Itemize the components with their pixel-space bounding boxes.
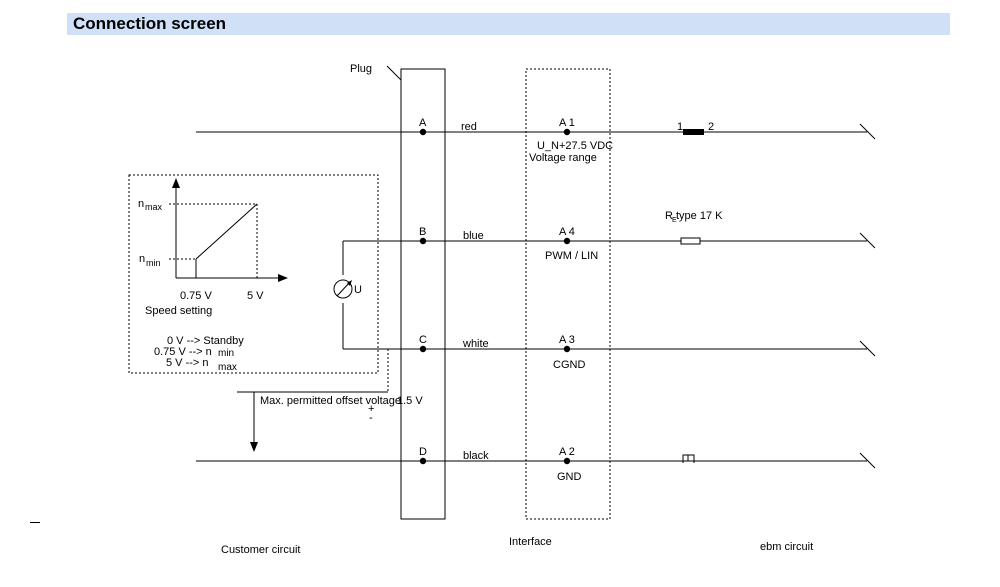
pin-d-label: D xyxy=(419,446,427,458)
break-a xyxy=(859,123,876,140)
cgnd-label: CGND xyxy=(553,359,585,371)
speed-setting-caption: Speed setting xyxy=(145,305,212,317)
legend-standby: 0 V --> Standby xyxy=(167,335,244,347)
legend-nmax-sub: max xyxy=(218,362,237,373)
iface-a3-label: A 3 xyxy=(559,334,575,346)
resistor-label: R type 17 K xyxy=(665,210,723,222)
graph-x-tick-5: 5 V xyxy=(247,290,264,302)
plug-pin-b-dot xyxy=(419,237,427,245)
resistor-icon xyxy=(680,237,701,245)
plug-block xyxy=(400,68,446,520)
section-ebm-circuit: ebm circuit xyxy=(760,541,813,553)
offset-arrow-head-icon xyxy=(250,442,258,452)
legend-nmax: 5 V --> n xyxy=(166,357,209,369)
page-title: Connection screen xyxy=(73,14,227,33)
break-b xyxy=(859,232,876,249)
iface-a2-label: A 2 xyxy=(559,446,575,458)
pin-b-label: B xyxy=(419,226,426,238)
pin-c-label: C xyxy=(419,334,427,346)
meter-u-label: U xyxy=(354,284,362,296)
legend-nmin-sub: min xyxy=(218,348,234,359)
iface-a1-label: A 1 xyxy=(559,117,575,129)
offset-plus-sign: + xyxy=(368,403,374,415)
plug-pin-a-dot xyxy=(419,128,427,136)
y-axis-arrow-icon xyxy=(172,178,180,188)
section-interface: Interface xyxy=(509,536,552,548)
fuse-terminal-2: 2 xyxy=(708,121,714,133)
plug-pin-c-dot xyxy=(419,345,427,353)
iface-a1-dot xyxy=(563,128,571,136)
graph-x-tick-075: 0.75 V xyxy=(180,290,212,302)
wire-color-white: white xyxy=(462,338,489,350)
interface-block xyxy=(525,68,611,520)
graph-nmin-label: n xyxy=(139,253,145,265)
graph-speed-line xyxy=(195,203,258,260)
iface-a2-dot xyxy=(563,457,571,465)
voltmeter-needle xyxy=(336,281,351,297)
x-axis-arrow-icon xyxy=(278,274,288,282)
wire-color-black: black xyxy=(463,450,489,462)
fuse-terminal-1: 1 xyxy=(677,121,683,133)
fuse-icon xyxy=(683,129,704,135)
graph-nmax-sub: max xyxy=(145,202,163,212)
plug-pointer xyxy=(386,65,402,81)
legend-nmin: 0.75 V --> n xyxy=(154,346,212,358)
voltmeter-arrow-icon xyxy=(347,280,352,286)
wire-color-red: red xyxy=(461,121,477,133)
speed-setting-box xyxy=(128,174,379,374)
gnd-label: GND xyxy=(557,471,582,483)
pin-a-label: A xyxy=(419,117,427,129)
plug-label: Plug xyxy=(350,63,372,75)
plug-pin-d-dot xyxy=(419,457,427,465)
voltmeter-icon xyxy=(333,279,353,299)
section-customer-circuit: Customer circuit xyxy=(221,544,300,556)
iface-a3-dot xyxy=(563,345,571,353)
graph-nmin-sub: min xyxy=(146,258,161,268)
offset-note: Max. permitted offset voltage xyxy=(260,395,401,407)
iface-a4-dot xyxy=(563,237,571,245)
break-c xyxy=(859,340,876,357)
offset-minus-sign: - xyxy=(369,412,373,424)
header-bar: Connection screen xyxy=(67,13,950,35)
graph-nmax-label: n xyxy=(138,198,144,210)
pwm-lin-label: PWM / LIN xyxy=(545,250,598,262)
wire-color-blue: blue xyxy=(463,230,484,242)
iface-a4-label: A 4 xyxy=(559,226,575,238)
margin-dash xyxy=(30,522,40,523)
voltage-range-label: Voltage range xyxy=(529,152,597,164)
supply-voltage-label: U_N+27.5 VDC xyxy=(537,140,613,152)
offset-value: 1.5 V xyxy=(397,395,423,407)
resistor-label-sub: E xyxy=(672,217,677,224)
break-d xyxy=(859,452,876,469)
